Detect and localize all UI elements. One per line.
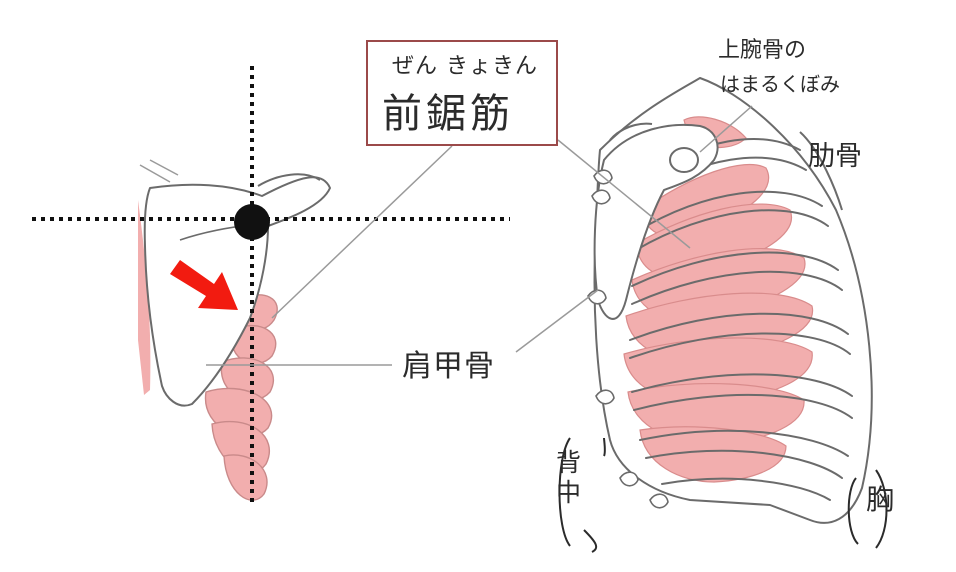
- serratus-lobe: [639, 426, 787, 483]
- glenoid-fossa: [669, 147, 699, 173]
- bracket-chest-left: [847, 477, 859, 545]
- leader-serratus-right: [557, 139, 691, 249]
- rib-line: [635, 190, 823, 233]
- pivot-dot-icon: [234, 204, 270, 240]
- leader-lines: [206, 105, 753, 366]
- rib-line: [645, 449, 843, 479]
- label-scapula: 肩甲骨: [402, 349, 495, 384]
- red-arrow-icon: [170, 260, 238, 310]
- title-ruby: ぜん きょきん: [392, 54, 538, 79]
- serratus-lobes-left: [204, 294, 278, 501]
- serratus-strip-left: [138, 200, 151, 395]
- label-back: 背中: [556, 448, 582, 507]
- title-box: ぜん きょきん 前鋸筋: [366, 40, 558, 146]
- serratus-lobe: [230, 325, 277, 365]
- right-figure: [587, 77, 873, 524]
- vertebra: [595, 389, 615, 405]
- clavicle-edge: [609, 122, 653, 141]
- title-text: 前鋸筋: [382, 91, 514, 137]
- leader-serratus-left: [271, 145, 453, 319]
- left-figure: [32, 66, 510, 505]
- costal-edge: [799, 131, 843, 211]
- rib-line: [633, 393, 853, 419]
- vertebra: [591, 189, 611, 205]
- vertebra: [619, 471, 639, 487]
- rib-line: [631, 270, 843, 305]
- rib-line: [635, 209, 829, 251]
- rib-line: [629, 332, 851, 359]
- rib-lines: [629, 138, 853, 501]
- serratus-digitations: [623, 116, 814, 483]
- rib-line: [661, 477, 831, 501]
- rib-line: [629, 312, 849, 341]
- spine-segments: [587, 169, 669, 509]
- rib-line: [639, 429, 849, 457]
- scapula-right: [593, 123, 719, 320]
- bracket-back-left: [558, 437, 571, 547]
- label-ribs: 肋骨: [808, 141, 862, 172]
- bracket-back-bottom: [583, 529, 598, 553]
- rib-line: [631, 251, 839, 287]
- leader-glenoid: [699, 105, 753, 153]
- label-chest: 胸: [866, 483, 895, 516]
- scapula-spine: [257, 173, 321, 187]
- bracket-chest-right: [875, 469, 888, 549]
- scapula-left: [143, 176, 331, 407]
- label-glenoid-line1: 上腕骨の: [718, 38, 807, 63]
- rib-stub: [139, 164, 171, 183]
- bracket-back-right: [603, 437, 606, 457]
- rib-stub: [149, 159, 179, 176]
- vertebra: [587, 289, 607, 305]
- serratus-lobe: [223, 454, 268, 501]
- leader-scapula-right: [515, 289, 599, 353]
- vertebra: [649, 493, 669, 509]
- rib-line: [631, 373, 853, 397]
- label-glenoid-line2: はまるくぼみ: [720, 72, 840, 96]
